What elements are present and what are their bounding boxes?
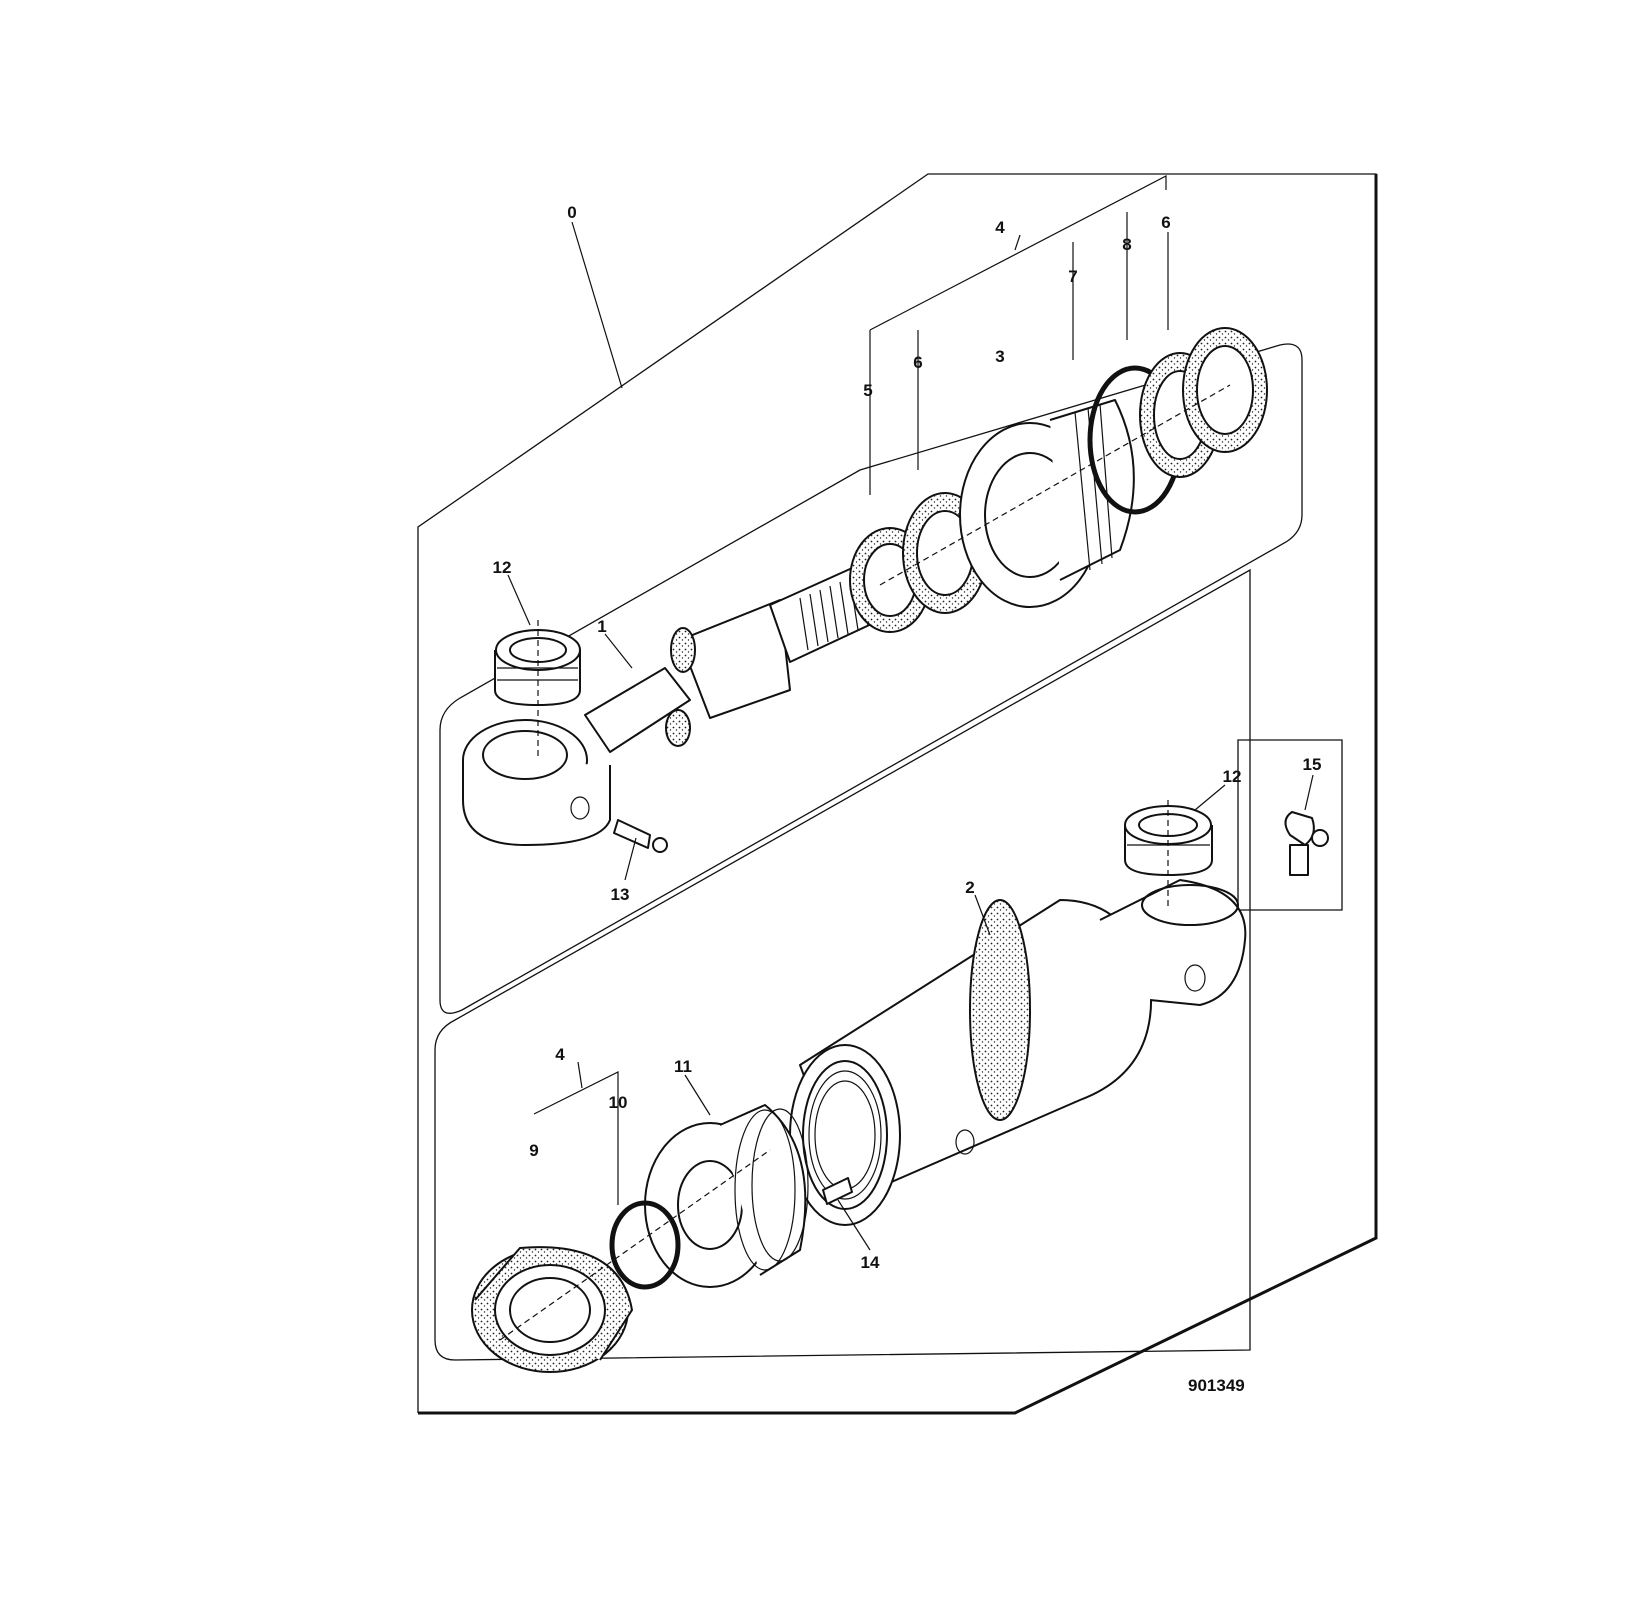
callout-13: 13	[611, 885, 630, 904]
grease-nipple-rod	[613, 819, 668, 853]
callout-4-top: 4	[995, 218, 1005, 237]
rod-subassembly-frame	[439, 343, 1303, 1014]
callout-11: 11	[674, 1057, 692, 1076]
callout-8: 8	[1122, 235, 1131, 254]
callout-6-left: 6	[913, 353, 922, 372]
callout-7: 7	[1068, 267, 1077, 286]
callout-1: 1	[597, 617, 606, 636]
piston-seal-stack	[849, 327, 1268, 633]
grease-fitting-angled	[1284, 811, 1329, 876]
callout-4-bottom: 4	[555, 1045, 565, 1064]
callout-9: 9	[529, 1141, 538, 1160]
grease-fitting-inset-frame	[1237, 739, 1343, 911]
callout-14: 14	[861, 1253, 880, 1272]
callout-0: 0	[567, 203, 576, 222]
leader-lines	[507, 175, 1314, 1251]
assembly-frame	[417, 173, 1378, 1415]
callout-3: 3	[995, 347, 1004, 366]
callout-12-right: 12	[1223, 767, 1242, 786]
callout-labels: 0 1 2 3 4 4 5 6 6 7 8 9 10 11 12 12 13 1…	[493, 203, 1322, 1272]
gland-assembly	[471, 1104, 809, 1373]
callout-5: 5	[863, 381, 872, 400]
callout-6-right: 6	[1161, 213, 1170, 232]
callout-15: 15	[1303, 755, 1322, 774]
stud	[822, 1177, 853, 1205]
barrel-subassembly-frame	[434, 568, 1251, 1361]
cylinder-barrel	[789, 879, 1247, 1226]
callout-12-top: 12	[493, 558, 512, 577]
bushing-barrel-eye	[1124, 800, 1213, 910]
bushing-rod-eye	[494, 620, 581, 760]
callout-10: 10	[609, 1093, 628, 1112]
drawing-number: 901349	[1188, 1376, 1245, 1395]
callout-2: 2	[965, 878, 974, 897]
